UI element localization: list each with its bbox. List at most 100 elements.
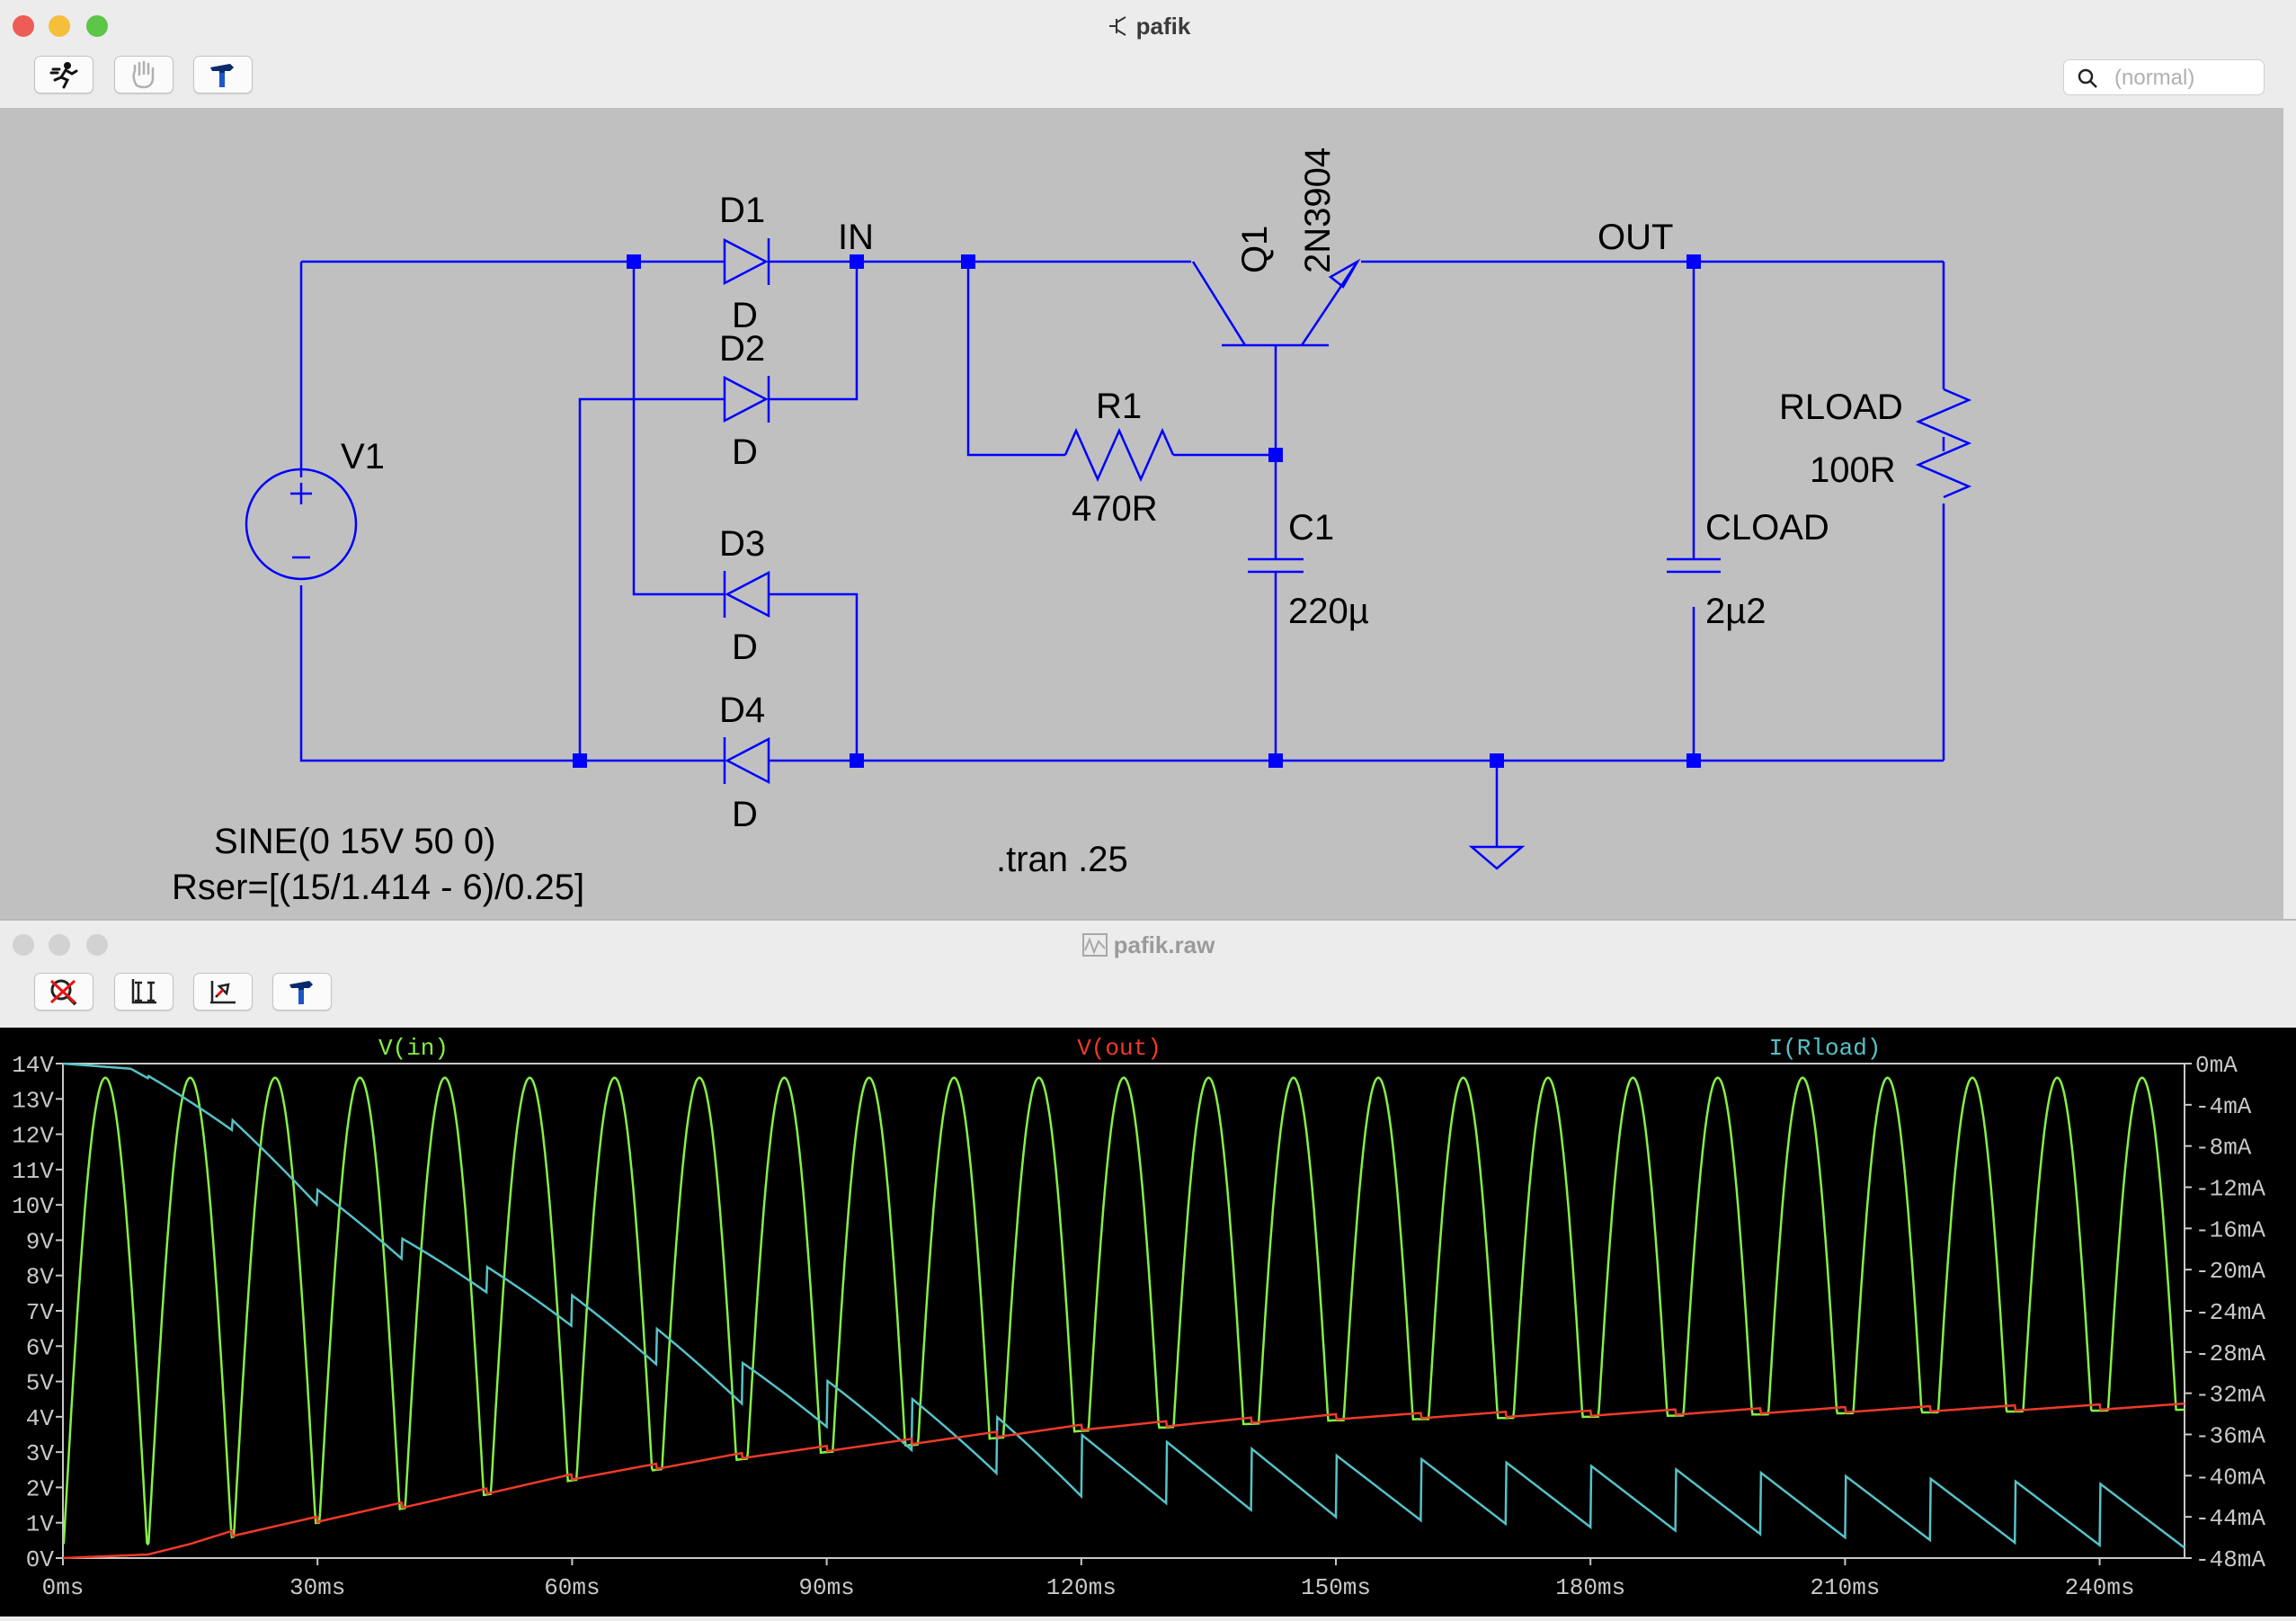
transistor-icon — [1108, 16, 1126, 36]
y-right-tick-label: -24mA — [2195, 1299, 2265, 1326]
run-button[interactable] — [34, 56, 93, 94]
d1-ref: D1 — [719, 191, 765, 230]
close-button[interactable] — [13, 15, 34, 37]
y-right-tick-label: -40mA — [2195, 1464, 2265, 1491]
x-tick-label: 240ms — [2065, 1574, 2135, 1601]
d4-ref: D4 — [719, 690, 765, 730]
minimize-button-inactive[interactable] — [49, 934, 70, 956]
x-tick-label: 60ms — [544, 1574, 600, 1601]
resistor-r1 — [1063, 427, 1175, 483]
c1-ref: C1 — [1288, 508, 1334, 548]
cload-value: 2µ2 — [1705, 592, 1766, 631]
search-icon — [2078, 68, 2097, 88]
schematic-titlebar[interactable]: pafik — [0, 0, 2296, 52]
c1-value: 220µ — [1288, 592, 1369, 631]
waveform-title-text: pafik.raw — [1113, 931, 1215, 958]
x-tick-label: 0ms — [42, 1574, 85, 1601]
y-left-tick-label: 12V — [12, 1123, 54, 1150]
spice-directive: .tran .25 — [996, 840, 1128, 879]
y-left-tick-label: 2V — [26, 1475, 55, 1502]
diode-d4 — [723, 736, 770, 785]
x-tick-label: 150ms — [1301, 1574, 1371, 1601]
halt-hand-icon — [132, 60, 155, 89]
net-label-out: OUT — [1597, 218, 1673, 257]
schematic-window: pafik (normal) — [0, 0, 2296, 921]
hammer-button-plot[interactable] — [272, 973, 332, 1011]
transistor-q1 — [1191, 258, 1361, 347]
x-tick-label: 90ms — [798, 1574, 854, 1601]
hammer-icon — [210, 64, 234, 87]
capacitor-c1 — [1248, 557, 1304, 607]
diode-d1 — [723, 237, 770, 286]
y-left-tick-label: 9V — [26, 1228, 55, 1255]
series-v-out — [63, 1402, 2185, 1560]
y-right-tick-label: -4mA — [2195, 1093, 2252, 1120]
y-left-tick-label: 7V — [26, 1299, 55, 1326]
waveform-window-title: pafik.raw — [0, 931, 2296, 959]
y-left-tick-label: 10V — [12, 1193, 54, 1220]
zoom-button[interactable] — [86, 15, 108, 37]
net-label-in: IN — [838, 218, 874, 257]
v1-value-line1: SINE(0 15V 50 0) — [214, 822, 496, 861]
y-right-tick-label: -16mA — [2195, 1216, 2265, 1243]
ground-symbol — [1468, 845, 1526, 870]
autorange-button[interactable] — [114, 973, 174, 1011]
diode-d2 — [723, 375, 770, 423]
series-v-in — [62, 1076, 2185, 1546]
d2-model: D — [732, 432, 758, 472]
y-left-tick-label: 3V — [26, 1440, 55, 1467]
d4-model: D — [732, 795, 758, 834]
d3-model: D — [732, 628, 758, 667]
x-tick-label: 210ms — [1810, 1574, 1880, 1601]
cload-ref: CLOAD — [1705, 508, 1829, 548]
y-right-tick-label: -20mA — [2195, 1258, 2265, 1285]
zoom-cancel-button[interactable] — [34, 973, 93, 1011]
r1-ref: R1 — [1096, 387, 1142, 426]
x-tick-label: 180ms — [1555, 1574, 1625, 1601]
zoom-cancel-icon — [49, 979, 77, 1006]
minimize-button[interactable] — [49, 15, 70, 37]
pan-button[interactable] — [193, 973, 253, 1011]
waveform-file-icon — [1081, 933, 1108, 957]
zoom-button-inactive[interactable] — [86, 934, 108, 956]
legend-irload: I(Rload) — [1769, 1035, 1882, 1062]
y-left-tick-label: 14V — [12, 1052, 54, 1079]
v1-ref: V1 — [341, 437, 385, 477]
y-right-tick-label: -28mA — [2195, 1340, 2265, 1367]
q1-ref: Q1 — [1235, 226, 1275, 273]
rload-ref: RLOAD — [1779, 387, 1903, 427]
y-right-tick-label: -36mA — [2195, 1423, 2265, 1450]
plot-frame — [62, 1063, 2185, 1559]
waveform-titlebar[interactable]: pafik.raw — [0, 921, 2296, 969]
junctions — [573, 254, 1701, 768]
window-title: pafik — [0, 13, 2296, 40]
schematic-drawing[interactable]: D1 D D2 D D3 D D4 D IN OUT V1 R1 470R C1… — [0, 108, 2283, 919]
y-left-tick-label: 4V — [26, 1405, 55, 1432]
r1-value: 470R — [1072, 489, 1158, 529]
wire-d3-right — [769, 592, 859, 761]
autorange-icon — [131, 979, 156, 1004]
y-right-tick-label: -44mA — [2195, 1505, 2265, 1532]
search-placeholder: (normal) — [2114, 66, 2195, 90]
y-right-tick-label: -32mA — [2195, 1382, 2265, 1409]
v1-value-line2: Rser=[(15/1.414 - 6)/0.25] — [172, 868, 584, 907]
y-right-tick-label: 0mA — [2195, 1052, 2238, 1079]
schematic-toolbar: (normal) — [0, 52, 2296, 108]
hammer-button[interactable] — [193, 56, 253, 94]
voltage-source-v1 — [245, 468, 358, 581]
waveform-chart[interactable]: 14V13V12V11V10V9V8V7V6V5V4V3V2V1V0V0mA-4… — [0, 1028, 2296, 1617]
resistor-rload — [1915, 387, 1972, 499]
hammer-icon — [289, 981, 313, 1004]
waveform-toolbar — [0, 969, 2296, 1025]
close-button-inactive[interactable] — [13, 934, 34, 956]
wire-d2-left — [578, 397, 725, 761]
rload-value: 100R — [1810, 450, 1896, 490]
halt-button[interactable] — [114, 56, 174, 94]
y-right-tick-label: -8mA — [2195, 1135, 2252, 1162]
d1-model: D — [732, 296, 758, 335]
legend-vin: V(in) — [378, 1035, 449, 1062]
schematic-canvas[interactable]: D1 D D2 D D3 D D4 D IN OUT V1 R1 470R C1… — [0, 108, 2283, 919]
x-tick-label: 30ms — [289, 1574, 345, 1601]
search-input[interactable]: (normal) — [2063, 59, 2265, 95]
